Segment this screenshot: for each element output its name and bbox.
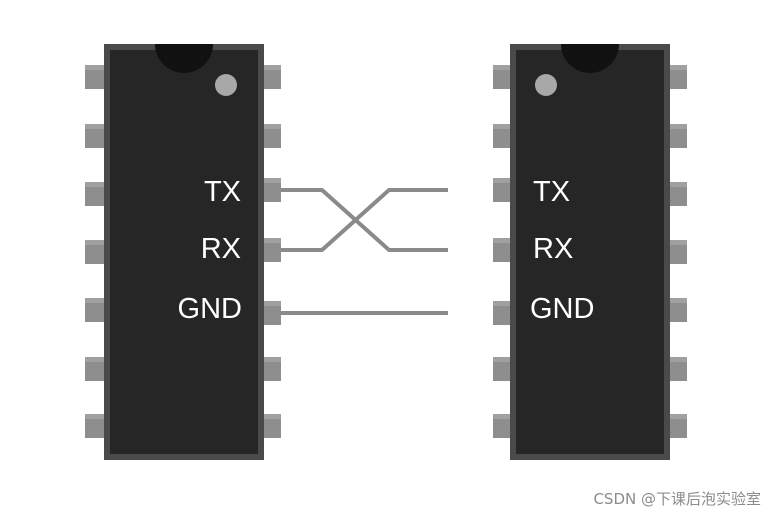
right-chip-gnd-label: GND [530, 293, 594, 325]
right-chip-notch [561, 44, 619, 73]
right-chip-left-pins [493, 65, 514, 438]
left-chip-tx-pin [260, 178, 281, 202]
right-chip-gnd-pin [493, 301, 514, 325]
left-chip-pin [85, 124, 106, 148]
right-chip-right-pins [666, 65, 687, 438]
right-chip-pin [493, 65, 514, 89]
right-chip-pin [666, 414, 687, 438]
left-chip-gnd-label: GND [178, 293, 242, 325]
right-chip-pin [666, 182, 687, 206]
left-chip-orientation-dot [215, 74, 237, 96]
left-chip-right-pins [260, 65, 281, 438]
left-chip-pin [260, 357, 281, 381]
left-chip: TX RX GND [85, 44, 281, 460]
left-chip-body [110, 50, 258, 454]
right-chip: TX RX GND [493, 44, 687, 460]
left-chip-pin [85, 182, 106, 206]
right-chip-tx-pin [493, 178, 514, 202]
right-chip-pin [666, 357, 687, 381]
right-chip-rx-label: RX [533, 233, 573, 265]
left-chip-pin [260, 414, 281, 438]
rx-to-tx-wire [276, 188, 448, 252]
left-chip-notch [155, 44, 213, 73]
left-chip-rx-label: RX [201, 233, 241, 265]
right-chip-body [516, 50, 664, 454]
right-chip-rx-pin [493, 238, 514, 262]
left-chip-pin [85, 414, 106, 438]
left-chip-left-pins [85, 65, 106, 438]
left-chip-pin [85, 298, 106, 322]
right-chip-tx-label: TX [533, 176, 570, 208]
watermark: CSDN @下课后泡实验室 [593, 490, 761, 508]
left-chip-pin [85, 65, 106, 89]
right-chip-orientation-dot [535, 74, 557, 96]
left-chip-rx-pin [260, 238, 281, 262]
tx-to-rx-wire [276, 188, 448, 252]
right-chip-pin [666, 298, 687, 322]
right-chip-pin [666, 240, 687, 264]
left-chip-pin [260, 65, 281, 89]
right-chip-pin [493, 124, 514, 148]
wires [276, 188, 448, 315]
right-chip-pin [666, 124, 687, 148]
left-chip-pin [85, 357, 106, 381]
left-chip-pin [260, 124, 281, 148]
right-chip-pin [666, 65, 687, 89]
left-chip-gnd-pin [260, 301, 281, 325]
left-chip-tx-label: TX [204, 176, 241, 208]
left-chip-pin [85, 240, 106, 264]
right-chip-pin [493, 414, 514, 438]
right-chip-pin [493, 357, 514, 381]
